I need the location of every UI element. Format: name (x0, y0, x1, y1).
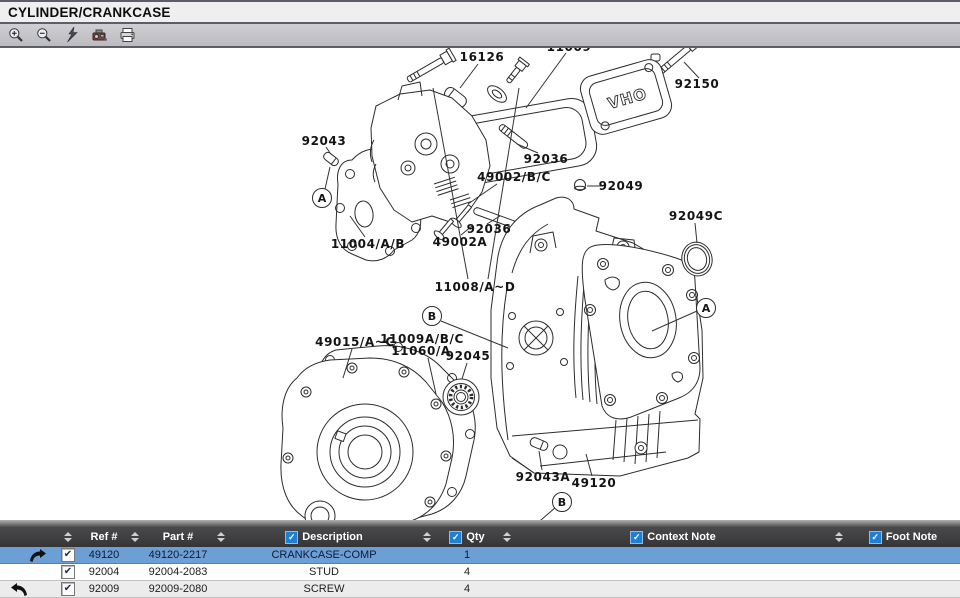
row-checkbox[interactable] (61, 548, 75, 562)
part-label-11009[interactable]: 11009 (547, 48, 592, 54)
part-label-92043a[interactable]: 92043A (516, 470, 571, 484)
cylinder-head (369, 81, 491, 241)
table-row[interactable]: 92009 92009-2080 SCREW 4 (0, 581, 960, 598)
cell-qty: 1 (463, 549, 471, 561)
callouts: A A B B (312, 188, 716, 512)
row-checkbox[interactable] (61, 565, 75, 579)
description-checkbox-icon[interactable] (285, 530, 299, 544)
cell-ref: 49120 (88, 549, 120, 561)
cell-qty: 4 (463, 566, 471, 578)
sort-part-icon[interactable] (217, 532, 225, 542)
flash-icon[interactable] (63, 27, 80, 44)
stud-92036-upper (498, 124, 529, 149)
head-bolt-short (506, 56, 530, 84)
zoom-in-icon[interactable] (7, 27, 24, 44)
column-header-context-note[interactable]: Context Note (514, 530, 832, 544)
callout-a-left: A (318, 192, 327, 205)
link-piece (487, 85, 507, 103)
valve-cover: OHV (579, 53, 673, 135)
part-label-92150[interactable]: 92150 (675, 77, 720, 91)
row-checkbox[interactable] (61, 582, 75, 596)
part-label-92036-lower[interactable]: 92036 (467, 222, 512, 236)
part-label-11008[interactable]: 11008/A~D (435, 280, 516, 294)
callout-a-right: A (702, 302, 711, 315)
camera-icon[interactable] (91, 27, 108, 44)
plug-92049 (574, 179, 586, 191)
table-separator (0, 520, 960, 527)
cell-part: 49120-2217 (148, 549, 208, 561)
column-header-description[interactable]: Description (228, 530, 420, 544)
cell-part: 92004-2083 (148, 566, 208, 578)
zoom-out-icon[interactable] (35, 27, 52, 44)
jump-arrow-right-icon[interactable] (0, 548, 56, 562)
pin-92043 (323, 151, 339, 167)
leader-lines (324, 52, 700, 520)
valve-49002-b (433, 218, 455, 241)
context-note-checkbox-icon[interactable] (630, 530, 644, 544)
column-header-part[interactable]: Part # (162, 531, 194, 543)
qty-checkbox-icon[interactable] (449, 530, 463, 544)
part-label-92045[interactable]: 92045 (446, 349, 491, 363)
foot-note-checkbox-icon[interactable] (868, 530, 882, 544)
part-label-92036-upper[interactable]: 92036 (524, 152, 569, 166)
parts-table-header: Ref # Part # Description Qty Context Not… (0, 527, 960, 547)
part-label-92043[interactable]: 92043 (302, 134, 347, 148)
part-label-11004[interactable]: 11004/A/B (331, 237, 405, 251)
part-label-49015[interactable]: 49015/A~C (315, 335, 395, 349)
pin-92043a (529, 437, 549, 451)
part-label-92049c[interactable]: 92049C (669, 209, 723, 223)
ball-bearing-92045 (442, 378, 480, 416)
sort-description-icon[interactable] (423, 532, 431, 542)
crankcase (490, 196, 704, 477)
cell-description: CRANKCASE-COMP (271, 549, 377, 561)
sort-ref-icon[interactable] (131, 532, 139, 542)
part-label-49002a[interactable]: 49002A (433, 235, 488, 249)
table-row[interactable]: 49120 49120-2217 CRANKCASE-COMP 1 (0, 547, 960, 564)
table-row[interactable]: 92004 92004-2083 STUD 4 (0, 564, 960, 581)
part-label-11060[interactable]: 11060/A (391, 344, 451, 358)
head-bolt-long (406, 48, 457, 83)
column-header-ref[interactable]: Ref # (90, 531, 118, 543)
part-labels: 16126 11009 92150 92043 92036 49002/B/C … (302, 48, 723, 490)
toolbar (0, 24, 960, 48)
column-header-foot-note[interactable]: Foot Note (846, 530, 960, 544)
print-icon[interactable] (119, 27, 136, 44)
parts-diagram: OHV (0, 48, 960, 520)
cell-description: STUD (309, 566, 339, 578)
sort-context-icon[interactable] (835, 532, 843, 542)
oil-seal-92049c (681, 241, 713, 277)
page-title: CYLINDER/CRANKCASE (8, 4, 171, 20)
cell-ref: 92004 (88, 566, 120, 578)
column-header-qty[interactable]: Qty (434, 530, 500, 544)
part-label-92049[interactable]: 92049 (599, 179, 644, 193)
part-label-49120[interactable]: 49120 (572, 476, 617, 490)
sort-qty-icon[interactable] (503, 532, 511, 542)
callout-b-top: B (428, 310, 436, 323)
page-title-bar: CYLINDER/CRANKCASE (0, 0, 960, 24)
part-label-49002-bc[interactable]: 49002/B/C (477, 170, 551, 184)
part-label-11009a[interactable]: 11009A/B/C (380, 332, 464, 346)
exploded-view-drawing: OHV (280, 48, 723, 520)
callout-b-bottom: B (558, 496, 566, 509)
part-label-16126[interactable]: 16126 (460, 50, 505, 64)
sort-select-icon[interactable] (64, 532, 72, 542)
crankcase-cover (280, 357, 455, 520)
jump-arrow-left-icon[interactable] (0, 582, 56, 596)
